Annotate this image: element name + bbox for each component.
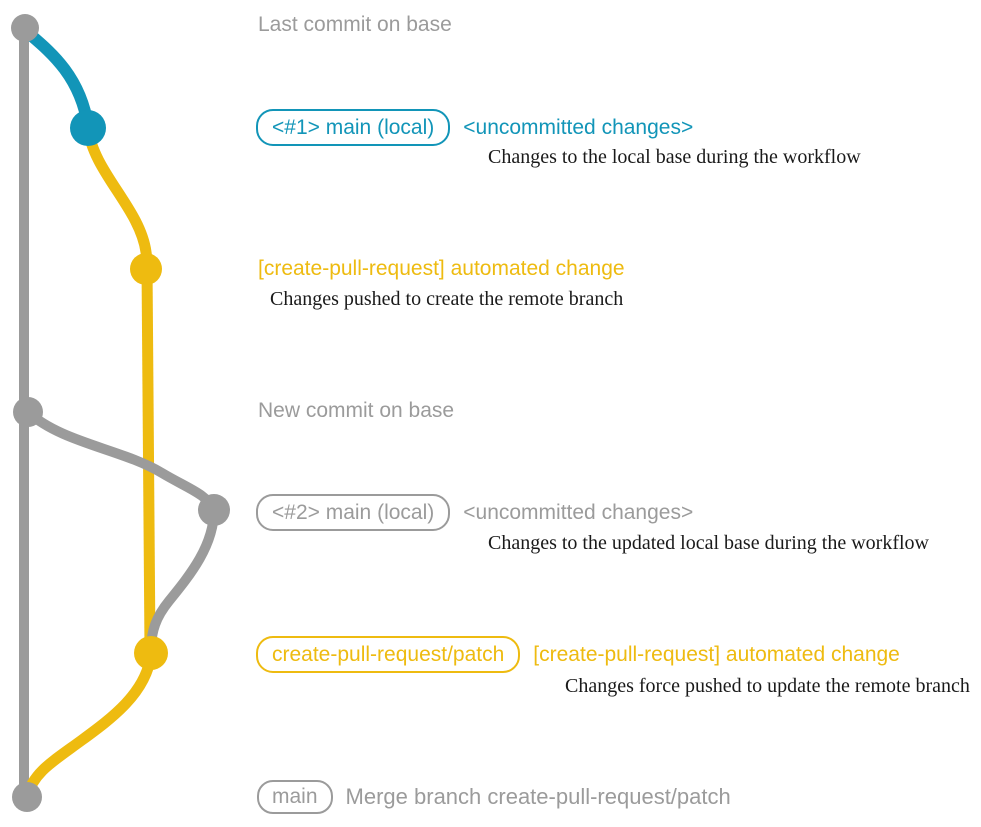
- local-main-branch-line: [20, 25, 94, 132]
- patch-branch-vertical-line: [141, 265, 156, 651]
- git-graph: [11, 14, 230, 812]
- branch-badge-main-local-1: <#1> main (local): [256, 109, 451, 146]
- commit-node-last-base: [11, 14, 39, 42]
- commit-node-automated-change-2: [134, 636, 168, 670]
- commit-node-uncommitted-2: [198, 494, 230, 526]
- patch-branch-create-line: [82, 127, 153, 269]
- commit-title-automated-change-1: [create-pull-request] automated change: [258, 257, 625, 280]
- commit-title-merge: Merge branch create-pull-request/patch: [345, 784, 731, 809]
- commit-title-uncommitted-1: <uncommitted changes>: [463, 115, 694, 139]
- patch-branch-merge-line: [21, 654, 157, 798]
- commit-node-automated-change-1: [130, 253, 162, 285]
- branch-badge-patch: create-pull-request/patch: [256, 636, 521, 673]
- commit-note-automated-change-2: Changes force pushed to update the remot…: [565, 675, 970, 697]
- commit-node-merge: [12, 782, 42, 812]
- commit-node-new-base: [13, 397, 43, 427]
- last-commit-label: Last commit on base: [258, 13, 452, 36]
- new-commit-label: New commit on base: [258, 399, 455, 422]
- commit-title-uncommitted-2: <uncommitted changes>: [463, 500, 694, 524]
- updated-local-branch-return-line: [146, 509, 219, 652]
- commit-note-automated-change-1: Changes pushed to create the remote bran…: [270, 288, 624, 310]
- branch-badge-main: main: [257, 780, 333, 814]
- commit-node-uncommitted-1: [70, 110, 106, 146]
- commit-title-automated-change-2: [create-pull-request] automated change: [533, 642, 900, 666]
- commit-note-uncommitted-2: Changes to the updated local base during…: [488, 532, 929, 554]
- commit-note-uncommitted-1: Changes to the local base during the wor…: [488, 146, 861, 168]
- branch-badge-main-local-2: <#2> main (local): [256, 494, 451, 531]
- updated-local-branch-out-line: [24, 408, 219, 513]
